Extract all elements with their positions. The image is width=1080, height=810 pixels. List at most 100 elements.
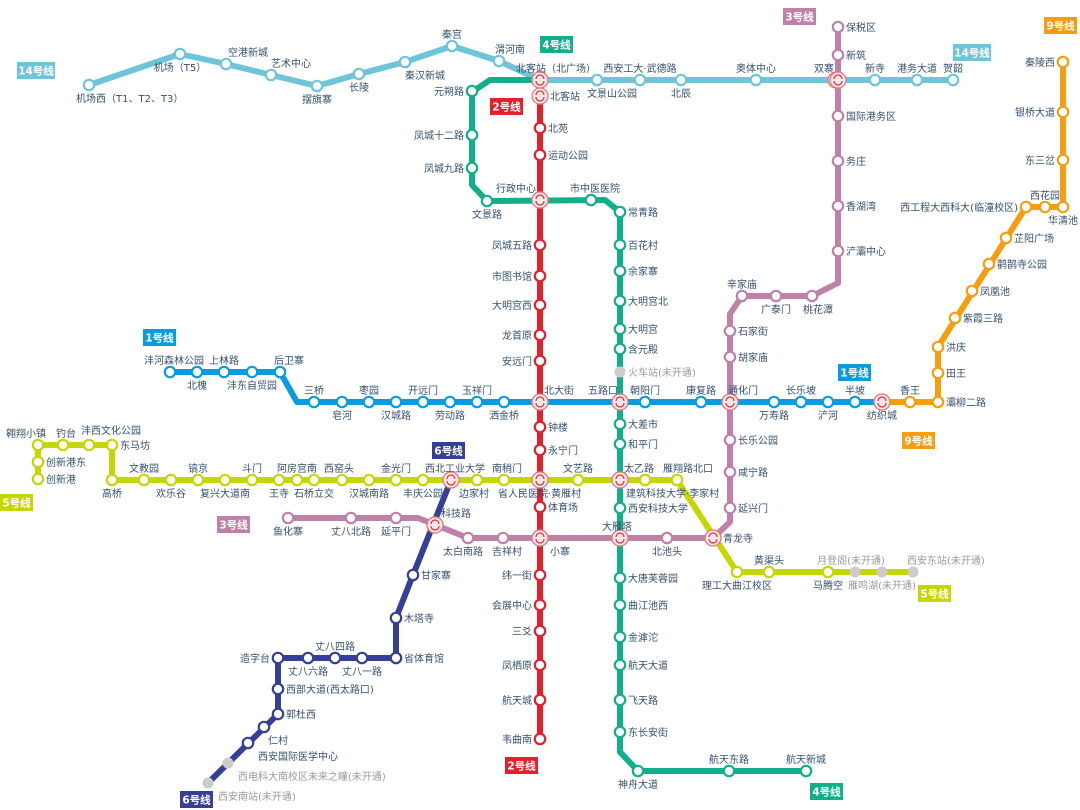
station-marker[interactable] [533,269,547,283]
station-label[interactable]: 枣园 [359,385,379,397]
station-label[interactable]: 韦曲南 [502,733,532,746]
station-label[interactable]: 延平门 [381,525,411,538]
station-label[interactable]: 辛家庙 [727,278,757,291]
station-label[interactable]: 西电科大南校区未来之瞳(未开通) [238,770,386,783]
station-label[interactable]: 沣河森林公园 [144,354,204,367]
transfer-station-icon[interactable] [611,393,629,411]
station-label[interactable]: 紫霞三路 [963,312,1003,325]
station-marker[interactable] [164,473,178,487]
station-marker[interactable] [307,473,321,487]
station-marker[interactable] [533,121,547,135]
station-marker[interactable] [82,438,96,452]
station-marker[interactable] [533,598,547,612]
station-label[interactable]: 斗门 [242,462,262,475]
line1-badge[interactable]: 1号线 [143,329,176,346]
transfer-station-icon[interactable] [829,71,847,89]
station-marker[interactable] [281,511,295,525]
station-label[interactable]: 渭河南 [495,43,525,56]
station-label[interactable]: 安远门 [502,355,532,368]
station-marker[interactable] [310,79,324,93]
station-label[interactable]: 洪庆 [946,341,966,354]
station-marker[interactable] [821,565,835,579]
station-label[interactable]: 港务大道 [897,62,937,75]
station-label[interactable]: 月登阁(未开通) [817,554,885,567]
station-marker[interactable] [831,48,845,62]
station-label[interactable]: 飞天路 [628,694,658,707]
station-marker[interactable] [910,73,924,87]
station-label[interactable]: 航天城 [502,694,532,707]
station-label[interactable]: 艺术中心 [271,57,311,70]
station-marker[interactable] [163,365,177,379]
station-marker[interactable] [335,395,349,409]
station-label[interactable]: 北大街 [544,384,574,397]
station-label[interactable]: 纬一街 [502,569,532,582]
station-label[interactable]: 文景路 [472,208,502,221]
station-label[interactable]: 百花村 [628,239,658,252]
station-marker[interactable] [445,39,459,53]
station-marker[interactable] [533,238,547,252]
station-label[interactable]: 理工大曲江校区 [702,579,772,592]
transfer-station-icon[interactable] [531,393,549,411]
station-label[interactable]: 西北工业大学 [425,462,485,475]
station-label[interactable]: 甘家寨 [421,569,451,582]
station-marker[interactable] [406,568,420,582]
station-label[interactable]: 丈八一路 [342,665,382,678]
station-marker[interactable] [613,322,627,336]
station-label[interactable]: 灞柳二路 [946,396,986,409]
line14-badge[interactable]: 14号线 [17,62,55,79]
transfer-station-icon[interactable] [721,393,739,411]
station-marker[interactable] [1056,55,1070,69]
station-label[interactable]: 丈八北路 [331,525,371,538]
station-label[interactable]: 余家寨 [628,265,658,278]
station-label[interactable]: 航天东路 [709,753,749,766]
station-label[interactable]: 朝阳门 [630,384,660,397]
station-marker[interactable] [362,473,376,487]
station-marker[interactable] [948,311,962,325]
station-label[interactable]: 太乙路 [624,462,654,475]
station-marker[interactable] [1056,200,1070,214]
station-label[interactable]: 小寨 [550,545,570,558]
station-marker[interactable] [533,732,547,746]
station-label[interactable]: 省人民医院·黄雁村 [498,487,581,500]
station-label[interactable]: 欢乐谷 [156,487,186,500]
station-label[interactable]: 凤城十二路 [414,129,464,142]
station-marker[interactable] [496,531,510,545]
station-marker[interactable] [416,473,430,487]
station-marker[interactable] [533,693,547,707]
station-marker[interactable] [533,624,547,638]
line5-badge[interactable]: 5号线 [918,585,951,602]
station-marker[interactable] [465,84,479,98]
station-label[interactable]: 香王 [900,385,920,397]
station-label[interactable]: 纺织城 [867,409,897,422]
station-label[interactable]: 大差市 [628,418,658,431]
station-label[interactable]: 青龙寺 [723,532,753,545]
transfer-station-icon[interactable] [611,529,629,547]
station-marker[interactable] [82,78,96,92]
station-marker[interactable] [272,473,286,487]
station-label[interactable]: 火车站(未开通) [628,366,696,379]
station-marker[interactable] [533,500,547,514]
station-marker[interactable] [670,473,684,487]
transfer-station-icon[interactable] [426,516,444,534]
station-label[interactable]: 创新港东 [46,456,86,469]
station-marker[interactable] [218,473,232,487]
transfer-station-icon[interactable] [531,191,549,209]
line9-badge[interactable]: 9号线 [902,432,935,449]
station-label[interactable]: 西安国际医学中心 [258,750,338,763]
transfer-station-icon[interactable] [531,87,549,105]
station-label[interactable]: 胡家庙 [738,351,768,364]
station-marker[interactable] [389,611,403,625]
station-label[interactable]: 市图书馆 [492,270,532,283]
station-label[interactable]: 新寺 [865,62,885,75]
station-marker[interactable] [335,473,349,487]
station-marker[interactable] [831,20,845,34]
station-marker[interactable] [633,73,647,87]
station-marker[interactable] [613,693,627,707]
station-label[interactable]: 太白南路 [443,545,483,558]
station-marker[interactable] [1038,200,1052,214]
station-marker[interactable] [355,651,369,665]
station-label[interactable]: 西窑头 [324,462,354,475]
station-label[interactable]: 大雁塔 [602,520,632,533]
station-label[interactable]: 通化门 [728,384,758,397]
station-label[interactable]: 奥体中心 [736,62,776,75]
